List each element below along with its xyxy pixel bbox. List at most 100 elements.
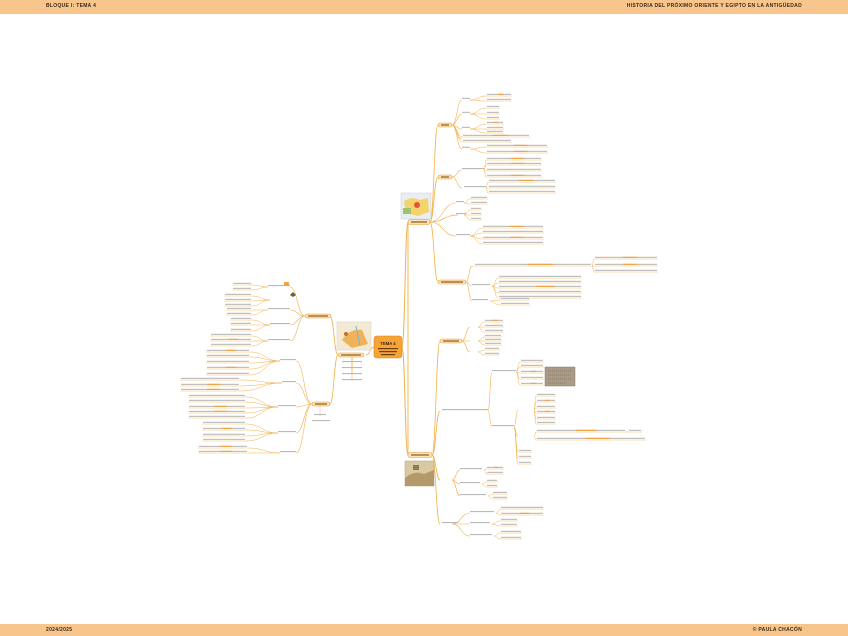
connector — [494, 536, 500, 539]
subtopic-label — [460, 468, 482, 469]
leaf-text-line — [487, 117, 499, 118]
connector — [452, 470, 460, 480]
leaf-text-line — [342, 361, 362, 362]
leaf-highlight — [623, 264, 637, 265]
leaf-text-line — [521, 377, 543, 378]
subtopic-label — [268, 308, 290, 309]
connector — [592, 266, 594, 272]
subtopic-label — [442, 522, 458, 523]
connector — [490, 301, 500, 305]
leaf-highlight — [221, 446, 232, 447]
leaf-text-line — [312, 420, 330, 421]
leaf-highlight — [545, 400, 549, 401]
connector — [464, 199, 470, 203]
connector — [470, 96, 486, 100]
connector — [470, 149, 486, 153]
connector — [592, 259, 594, 266]
leaf-text-line — [203, 439, 245, 440]
leaf-text-line — [203, 422, 245, 423]
leaf-text-line — [487, 480, 497, 481]
subtopic-label — [282, 381, 296, 382]
connector — [470, 124, 486, 129]
leaf-text-line — [231, 323, 251, 324]
leaf-text-line — [487, 472, 503, 473]
connector — [252, 336, 268, 341]
leaf-highlight — [229, 339, 238, 340]
subtopic-label — [460, 482, 480, 483]
subtopic-label — [280, 359, 296, 360]
leaf-text-line — [342, 379, 362, 380]
subtopic-label — [470, 522, 490, 523]
leaf-text-line — [207, 361, 249, 362]
leaf-text-line — [227, 308, 251, 309]
photo-cuneiform-tablet — [545, 367, 575, 386]
connector — [246, 402, 278, 407]
leaf-text-line — [485, 335, 501, 336]
connector — [296, 383, 312, 404]
connector — [452, 524, 470, 536]
leaf-text-line — [501, 524, 517, 525]
connector — [496, 513, 500, 515]
leaf-text-line — [483, 231, 543, 232]
leaf-highlight — [214, 406, 227, 407]
connector — [452, 125, 462, 142]
subtopic-label — [492, 425, 514, 426]
leaf-text-line — [231, 329, 251, 330]
leaf-text-line — [225, 299, 251, 300]
connector — [290, 316, 305, 341]
leaf-text-line — [471, 197, 487, 198]
connector — [252, 325, 270, 331]
subtopic-label — [268, 339, 290, 340]
leaf-highlight — [536, 286, 554, 287]
subtopic-label — [456, 201, 464, 202]
leaf-text-line — [487, 131, 503, 132]
topic-node-text-line — [411, 221, 427, 222]
leaf-text-line — [207, 373, 249, 374]
leaf-highlight — [494, 122, 498, 123]
leaf-highlight — [511, 175, 523, 176]
leaf-text-line — [211, 344, 251, 345]
leaf-highlight — [519, 180, 534, 181]
leaf-highlight — [511, 163, 523, 164]
leaf-text-line — [501, 507, 543, 508]
leaf-highlight — [222, 428, 232, 429]
leaf-highlight — [623, 257, 637, 258]
central-node[interactable]: TEMA 4 — [374, 336, 402, 358]
leaf-text-line — [537, 417, 555, 418]
footer-bar: 2024/2025 © PAULA CHACÓN — [0, 624, 848, 636]
leaf-text-line — [501, 531, 521, 532]
leaf-highlight — [226, 367, 236, 368]
leaf-text-line — [487, 99, 511, 100]
connector — [250, 352, 280, 361]
leaf-text-line — [485, 325, 503, 326]
connector — [514, 410, 518, 427]
connector — [464, 215, 470, 220]
leaf-text-line — [489, 186, 555, 187]
leaf-text-line — [499, 281, 581, 282]
leaf-text-line — [203, 434, 245, 435]
subtopic-label — [280, 451, 296, 452]
leaf-highlight — [510, 237, 524, 238]
subtopic-label — [462, 147, 470, 148]
map-thumbnail-mesopotamia — [337, 322, 371, 350]
leaf-text-line — [521, 360, 543, 361]
connector — [478, 327, 484, 332]
connector — [452, 100, 462, 125]
leaf-text-line — [521, 365, 543, 366]
connector — [470, 228, 482, 236]
topic-node-text-line — [441, 124, 449, 125]
leaf-text-line — [471, 213, 481, 214]
leaf-highlight — [494, 467, 498, 468]
leaf-text-line — [501, 537, 521, 538]
connector — [296, 361, 312, 404]
connector — [430, 222, 456, 236]
connector — [464, 210, 470, 215]
leaf-highlight — [531, 371, 536, 372]
connector — [534, 437, 536, 440]
leaf-highlight — [207, 384, 220, 385]
leaf-text-line — [493, 492, 507, 493]
connector — [462, 341, 470, 352]
leaf-text-line — [189, 400, 245, 401]
connector — [432, 341, 440, 455]
